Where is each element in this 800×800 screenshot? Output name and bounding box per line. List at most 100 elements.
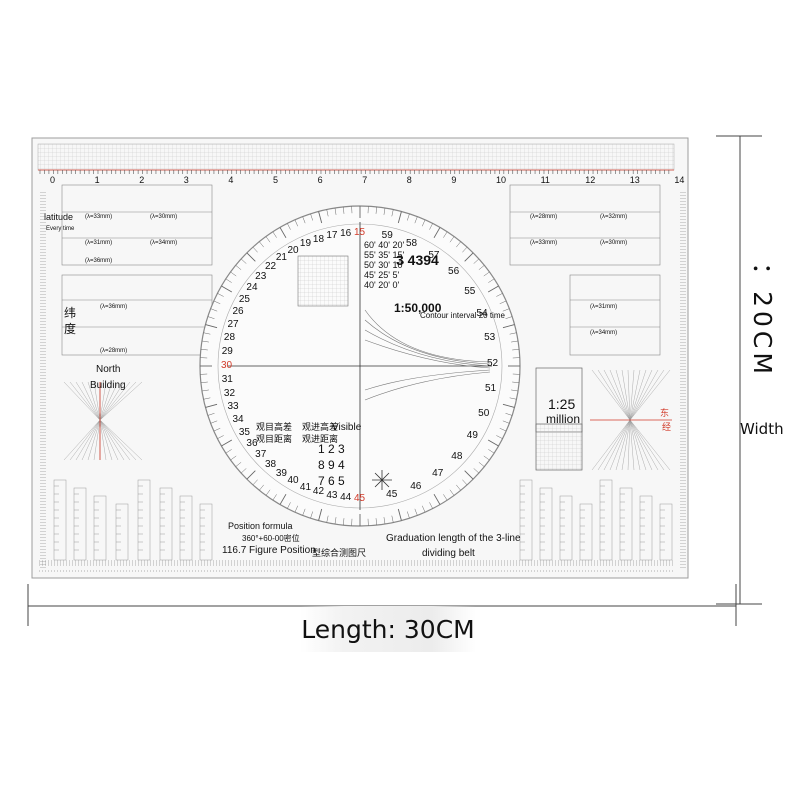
protractor-label-right: 45	[386, 489, 398, 501]
inch-mark-label: 4	[228, 175, 234, 185]
inch-mark-label: 14	[674, 175, 685, 185]
scale-box-lower	[535, 423, 583, 471]
left-tick-column	[36, 190, 46, 570]
north-label: North	[96, 364, 121, 375]
protractor-label: 33	[227, 401, 239, 413]
cn-term-4: 观进距离	[302, 435, 339, 445]
lambda-label: (λ=36mm)	[100, 304, 128, 310]
grid-digits-row-3: 7 6 5	[318, 474, 345, 488]
lambda-label: (λ=34mm)	[590, 330, 618, 336]
protractor-label: 43	[326, 490, 338, 502]
inch-mark-label: 3	[183, 175, 189, 185]
inch-mark-label: 1	[94, 175, 100, 185]
latitude-label: latitude	[44, 212, 74, 222]
protractor-label-right: 57	[428, 249, 440, 261]
cn-term-3: 观进高差	[302, 423, 339, 433]
top-grid-band	[37, 143, 675, 171]
dms-row-2: 55' 35' 15'	[364, 250, 405, 260]
protractor-label: 36	[246, 438, 258, 450]
contour-curves	[364, 309, 491, 401]
dms-row-3: 50' 30' 10'	[364, 260, 405, 270]
protractor-label-right: 48	[451, 450, 463, 462]
lambda-label: (λ=32mm)	[600, 214, 628, 220]
lambda-label: (λ=28mm)	[100, 348, 128, 354]
width-vertical-text: ：20CM	[748, 262, 777, 378]
bottom-scale-band	[38, 560, 674, 572]
inch-mark-label: 11	[540, 175, 550, 185]
figure-position-label: 116.7 Figure Position	[222, 545, 316, 556]
protractor-label-right: 50	[478, 407, 490, 419]
inch-mark-label: 7	[362, 175, 368, 185]
right-tick-column	[676, 190, 686, 570]
dms-row-1: 60' 40' 20'	[364, 240, 405, 250]
protractor-label-right: 52	[486, 357, 499, 369]
protractor-label-right: 51	[484, 383, 497, 395]
protractor-label: 42	[312, 486, 325, 498]
number-block: 3 4394	[396, 252, 439, 268]
lambda-label: (λ=30mm)	[150, 214, 178, 220]
protractor-label-right: 47	[432, 467, 444, 479]
protractor-label: 18	[312, 233, 325, 245]
protractor-label: 16	[340, 227, 352, 239]
length-caption: Length: 30CM	[300, 606, 476, 652]
protractor-label: 27	[227, 318, 239, 330]
latitude-cn-1: 纬	[64, 306, 77, 320]
protractor-label-right: 49	[466, 430, 478, 442]
inch-mark-label: 0	[50, 175, 56, 185]
protractor-label-right: 55	[464, 285, 476, 297]
protractor-label: 30	[221, 360, 233, 371]
protractor-label: 45	[354, 493, 366, 504]
protractor-label: 38	[265, 458, 277, 470]
protractor-label: 25	[238, 293, 250, 305]
protractor-label: 23	[255, 271, 267, 282]
lambda-label: (λ=36mm)	[85, 258, 113, 264]
lambda-label: (λ=34mm)	[150, 240, 178, 246]
protractor-label: 32	[223, 387, 236, 399]
protractor-label: 29	[221, 346, 233, 358]
protractor-label: 44	[340, 492, 352, 504]
center-grid-square	[297, 255, 349, 307]
inch-mark-label: 9	[451, 175, 457, 185]
lambda-label: (λ=28mm)	[530, 214, 558, 220]
top-inch-ticks	[39, 170, 670, 174]
contour-interval-label: Contour interval 20 time	[420, 311, 505, 320]
protractor-label-right: 59	[381, 229, 393, 241]
grid-digits-row-1: 1 2 3	[318, 442, 345, 456]
width-caption: Width	[740, 420, 784, 438]
inch-mark-label: 6	[317, 175, 323, 185]
scale-1-25-label: 1:25	[548, 396, 576, 412]
grid-digits-row-2: 8 9 4	[318, 458, 345, 472]
inch-mark-label: 12	[585, 175, 596, 185]
protractor-label: 19	[299, 238, 312, 250]
protractor-label: 24	[246, 281, 258, 293]
cn-term-1: 观目高差	[256, 423, 293, 433]
east-cn-label: 东	[660, 409, 670, 419]
lambda-label: (λ=33mm)	[85, 214, 113, 220]
protractor-label: 22	[265, 261, 277, 273]
protractor-label: 17	[326, 229, 338, 241]
protractor-label: 34	[232, 414, 244, 426]
width-dimension-line	[716, 135, 762, 605]
lambda-label: (λ=33mm)	[530, 240, 558, 246]
position-formula-text: 360°+60-00密位	[242, 534, 300, 543]
dms-row-5: 40' 20' 0'	[364, 280, 400, 290]
protractor-label: 28	[223, 332, 236, 344]
every-time-label: Every time	[46, 226, 75, 232]
protractor-label: 37	[255, 448, 267, 460]
protractor-ticks	[200, 206, 520, 526]
scale-blocks-left	[61, 184, 213, 356]
lambda-label: (λ=31mm)	[85, 240, 113, 246]
inch-mark-label: 10	[496, 175, 507, 185]
protractor-label-right: 53	[484, 332, 496, 344]
protractor-label: 20	[287, 244, 299, 256]
dms-row-4: 45' 25' 5'	[364, 270, 400, 280]
inch-mark-label: 8	[406, 175, 412, 185]
protractor-label: 35	[238, 426, 250, 438]
left-fan-diagram	[63, 381, 143, 461]
dividing-belt-label: dividing belt	[422, 548, 475, 559]
protractor-label: 15	[354, 227, 366, 238]
model-cn-label: 型综合测图尺	[312, 549, 367, 559]
width-vertical-caption: ：20CM	[748, 240, 777, 400]
lambda-label: (λ=30mm)	[600, 240, 628, 246]
